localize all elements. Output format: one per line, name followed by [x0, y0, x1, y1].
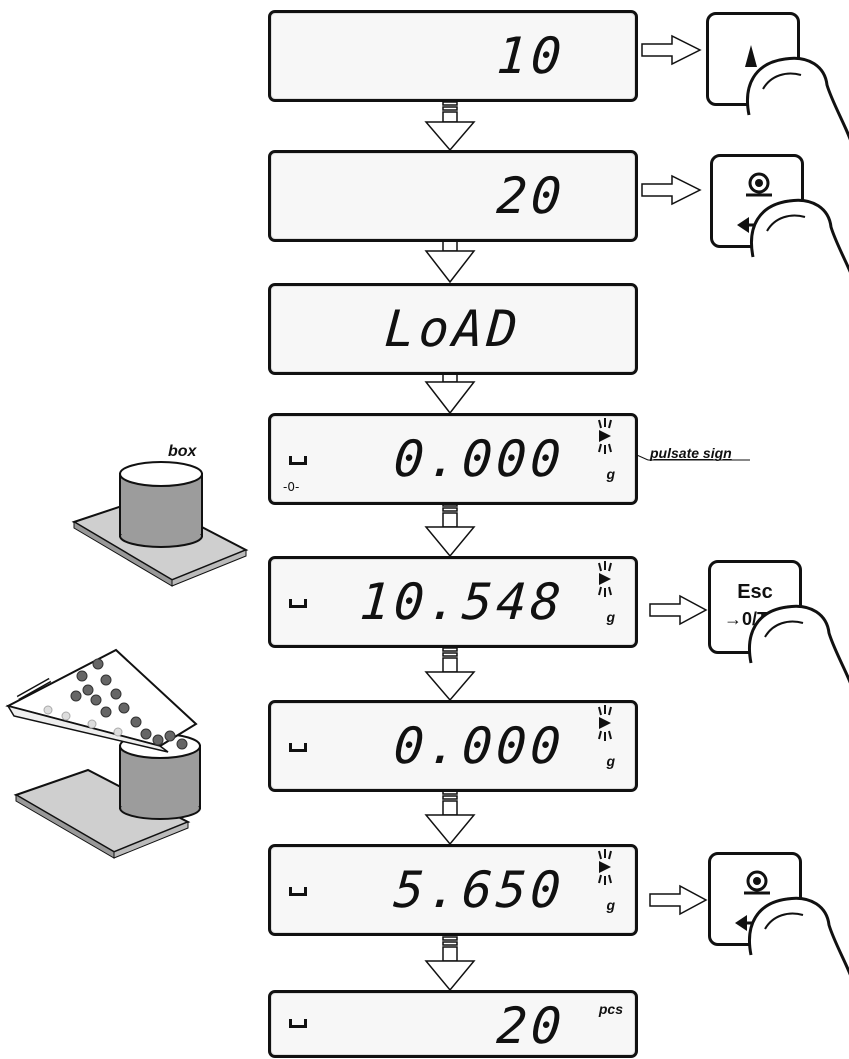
display-4: -0- 0.000 g	[268, 413, 638, 505]
pressing-finger-icon	[748, 896, 849, 991]
pulsate-sign-icon	[598, 418, 612, 454]
right-arrow-4	[649, 884, 708, 916]
unit-label: g	[606, 753, 615, 769]
pouring-scoop-illustration	[5, 648, 201, 859]
print-icon	[735, 870, 771, 931]
display-3: LoAD	[268, 283, 638, 375]
down-arrow-6	[424, 785, 476, 846]
down-arrow-4	[424, 497, 476, 558]
down-arrow-5	[424, 642, 476, 702]
pressing-finger-icon	[750, 198, 849, 292]
display-6: 0.000 g	[268, 700, 638, 792]
unit-label: pcs	[598, 1001, 623, 1017]
pulsate-sign-icon	[598, 561, 612, 597]
pressing-finger-icon	[748, 604, 849, 699]
display-value: 10.548	[358, 573, 568, 631]
stability-marker	[289, 599, 307, 608]
display-7: 5.650 g	[268, 844, 638, 936]
display-1: 10	[268, 10, 638, 102]
box-on-pan-illustration	[71, 461, 249, 587]
enter-key[interactable]	[710, 154, 849, 292]
display-2: 20	[268, 150, 638, 242]
box-label: box	[168, 443, 197, 460]
display-value: 20	[494, 167, 568, 225]
unit-label: g	[606, 609, 615, 625]
right-arrow-1	[641, 34, 702, 66]
stability-marker	[289, 887, 307, 896]
display-value: 0.000	[392, 717, 568, 775]
esc-key-label: Esc	[737, 581, 773, 603]
display-value: 0.000	[392, 430, 568, 488]
display-value: LoAD	[382, 300, 524, 358]
stability-marker	[289, 1019, 307, 1028]
stability-marker	[289, 743, 307, 752]
down-arrow-1	[424, 96, 476, 152]
display-value: 20	[494, 997, 568, 1055]
right-arrow-2	[641, 174, 702, 206]
pulsate-sign-icon	[598, 705, 612, 741]
esc-tare-key[interactable]: Esc →0/T←	[708, 560, 849, 699]
stability-marker	[289, 456, 307, 465]
pressing-finger-icon	[746, 56, 849, 151]
pulsate-sign-label: pulsate sign	[650, 445, 732, 461]
unit-label: g	[606, 466, 615, 482]
display-value: 10	[494, 27, 568, 85]
display-8: 20 pcs	[268, 990, 638, 1058]
enter-key[interactable]	[708, 852, 849, 991]
unit-label: g	[606, 897, 615, 913]
right-arrow-3	[649, 594, 708, 626]
up-arrow-icon	[745, 45, 757, 67]
up-arrow-key[interactable]	[706, 12, 849, 151]
display-5: 10.548 g	[268, 556, 638, 648]
zero-indicator: -0-	[283, 480, 300, 494]
down-arrow-7	[424, 931, 476, 992]
display-value: 5.650	[392, 861, 568, 919]
pulsate-sign-icon	[598, 849, 612, 885]
